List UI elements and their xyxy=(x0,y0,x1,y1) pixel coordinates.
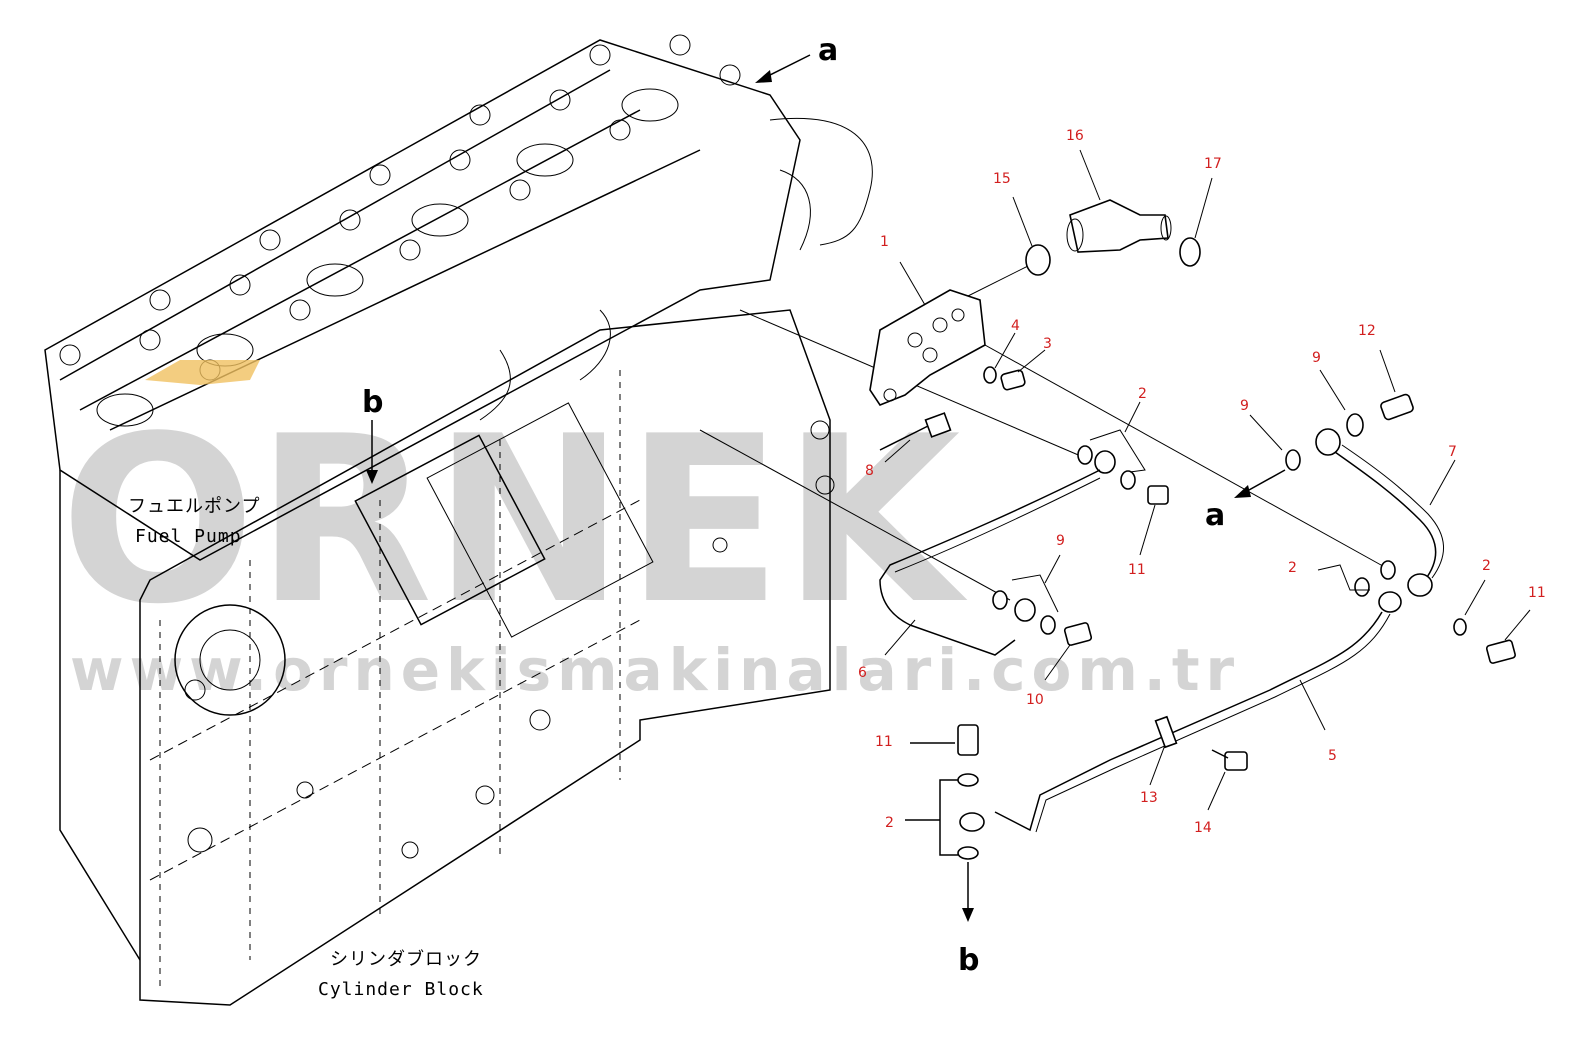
part-12-bolt xyxy=(1379,349,1414,421)
watermark: ORNEK www.ornekismakinalari.com.tr xyxy=(60,388,1240,704)
ref-b-bottom: b xyxy=(958,862,979,978)
label-fuel-pump-jp: フュエルポンプ xyxy=(128,496,260,517)
ref-a-right-label: a xyxy=(1205,498,1225,533)
part-2-washers-bottom xyxy=(905,773,985,860)
callout-10: 10 xyxy=(1026,692,1044,708)
part-14-bolt xyxy=(1207,749,1248,811)
part-11-bolt-right xyxy=(1485,609,1531,664)
callout-2-upper: 2 xyxy=(1138,386,1147,402)
callout-11-bottom: 11 xyxy=(875,734,893,750)
callout-6: 6 xyxy=(858,665,867,681)
part-3-plug xyxy=(1000,349,1046,391)
part-16-elbow xyxy=(1066,149,1172,253)
callout-3: 3 xyxy=(1043,336,1052,352)
callout-11-upper: 11 xyxy=(1128,562,1146,578)
callout-9-far-right: 9 xyxy=(1312,350,1321,366)
callout-13: 13 xyxy=(1140,790,1158,806)
part-10-bolt xyxy=(1044,622,1093,681)
highlight-area xyxy=(145,360,260,385)
part-7-pipe xyxy=(1315,428,1456,597)
callout-9-middle: 9 xyxy=(1056,533,1065,549)
ref-b-top-label: b xyxy=(362,385,383,420)
engine-block xyxy=(44,34,873,1006)
callout-14: 14 xyxy=(1194,820,1212,836)
part-9-washers-middle xyxy=(992,554,1061,635)
part-9-washer-far-right xyxy=(1319,369,1364,437)
ref-b-top: b xyxy=(362,385,383,484)
label-cylinder-block-jp: シリンダブロック xyxy=(330,948,482,970)
pipe-clamp xyxy=(1154,715,1178,749)
part-4-washer xyxy=(983,332,1016,384)
ref-a-top: a xyxy=(755,33,838,83)
ref-a-right: a xyxy=(1205,469,1286,533)
callout-1: 1 xyxy=(880,234,889,250)
callout-2-right: 2 xyxy=(1288,560,1297,576)
part-1-filter-head xyxy=(869,261,986,406)
part-15-o-ring xyxy=(1012,196,1051,276)
part-11-bolt-bottom xyxy=(910,724,979,756)
callout-4: 4 xyxy=(1011,318,1020,334)
callout-11-right: 11 xyxy=(1528,585,1546,601)
part-5-pipe xyxy=(994,591,1402,833)
callout-17: 17 xyxy=(1204,156,1222,172)
callout-7: 7 xyxy=(1448,444,1457,460)
leader-13 xyxy=(1149,744,1166,786)
part-11-bolt-upper xyxy=(1139,485,1169,556)
ref-b-bottom-label: b xyxy=(958,943,979,978)
watermark-url: www.ornekismakinalari.com.tr xyxy=(70,636,1240,704)
callout-12: 12 xyxy=(1358,323,1376,339)
callout-8: 8 xyxy=(865,463,874,479)
label-cylinder-block-en: Cylinder Block xyxy=(318,979,484,1000)
callout-5: 5 xyxy=(1328,748,1337,764)
callout-15: 15 xyxy=(993,171,1011,187)
callout-16: 16 xyxy=(1066,128,1084,144)
ref-a-top-label: a xyxy=(818,33,838,68)
callout-2-bottom: 2 xyxy=(885,815,894,831)
callout-9-right: 9 xyxy=(1240,398,1249,414)
pump-flange xyxy=(174,604,286,716)
callouts: 1 2 3 4 5 6 7 8 9 9 9 10 11 11 11 12 13 … xyxy=(858,128,1546,836)
part-6-pipe xyxy=(879,469,1101,656)
part-2-washer-lower-right xyxy=(1453,579,1486,636)
part-8-bolt xyxy=(879,412,952,463)
part-2-washers-right xyxy=(1317,560,1396,597)
watermark-brand: ORNEK xyxy=(60,388,968,655)
part-9-washer-right xyxy=(1249,414,1301,471)
part-17-o-ring xyxy=(1179,177,1213,267)
label-fuel-pump-en: Fuel Pump xyxy=(135,526,242,547)
callout-2-lower-right: 2 xyxy=(1482,558,1491,574)
part-2-washers-upper xyxy=(1077,401,1146,490)
